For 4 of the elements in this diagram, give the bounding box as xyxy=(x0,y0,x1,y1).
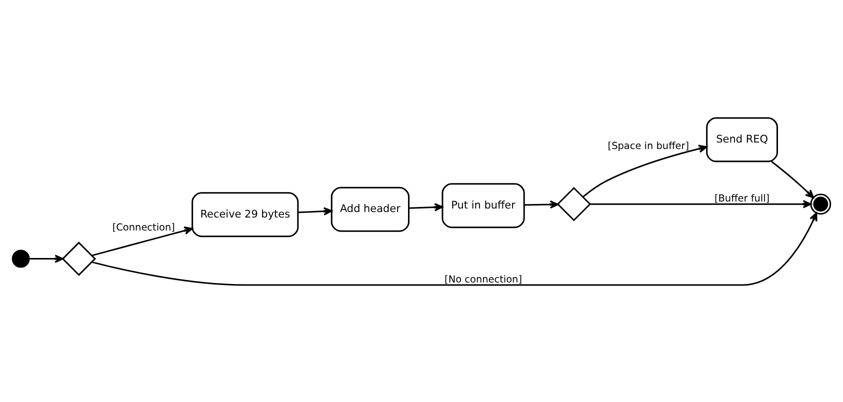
edge-label: [Space in buffer] xyxy=(608,140,690,152)
edge-label: [No connection] xyxy=(444,274,522,285)
edge-label: [Buffer full] xyxy=(714,192,770,204)
edge-label: [Connection] xyxy=(112,222,175,234)
